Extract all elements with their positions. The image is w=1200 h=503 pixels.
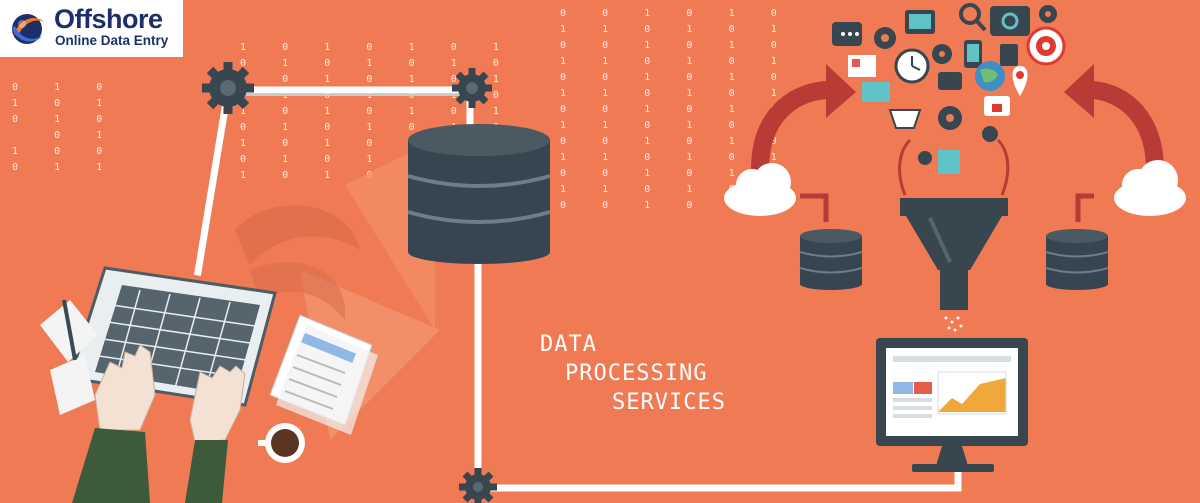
camera-icon — [938, 72, 962, 90]
envelope-icon — [40, 299, 98, 415]
binary-rain-left: 0 1 0 1 0 1 0 1 0 0 1 1 0 0 0 1 1 — [12, 82, 103, 173]
file-icon — [938, 150, 960, 174]
cloud-icon — [1114, 160, 1186, 216]
database-icon — [407, 124, 551, 264]
gear-icon — [459, 468, 497, 503]
link-icon — [990, 6, 1030, 36]
gear-icon — [918, 151, 932, 165]
gear-icon — [202, 62, 254, 114]
pin-icon — [1012, 66, 1028, 96]
gear-icon — [452, 68, 492, 108]
database-icon — [1045, 229, 1109, 290]
heading-line-3: SERVICES — [612, 390, 726, 415]
magnifier-icon — [959, 3, 981, 25]
brand-title: Offshore — [54, 4, 163, 34]
sleeves — [72, 428, 228, 503]
disk-icon — [982, 126, 998, 142]
gear-icon — [932, 44, 952, 64]
funnel-icon — [900, 198, 1008, 310]
gear-icon — [874, 27, 896, 49]
heading-line-2: PROCESSING — [565, 361, 708, 386]
monitor-icon — [876, 338, 1028, 472]
database-icon — [799, 229, 863, 290]
gear-icon — [938, 106, 962, 130]
device-icon — [1000, 44, 1018, 66]
grid-icon — [862, 82, 890, 102]
brand-subtitle: Online Data Entry — [55, 33, 169, 48]
arrow-icon — [826, 64, 856, 118]
heading-line-1: DATA — [540, 332, 597, 357]
coffee-cup-icon — [258, 423, 305, 463]
brand-logo[interactable]: Offshore Online Data Entry — [0, 0, 183, 57]
chat-icon — [832, 22, 862, 46]
document-icon — [269, 314, 378, 435]
cloud-icon — [724, 163, 796, 216]
globe-logo-icon — [12, 14, 44, 44]
arrow-icon — [1089, 81, 1164, 171]
hands — [94, 344, 246, 443]
app-icon-cluster — [832, 3, 1066, 174]
gear-icon — [1039, 5, 1057, 23]
arrow-icon — [1064, 64, 1094, 118]
arrow-icon — [751, 81, 831, 171]
cart-icon — [888, 109, 922, 129]
